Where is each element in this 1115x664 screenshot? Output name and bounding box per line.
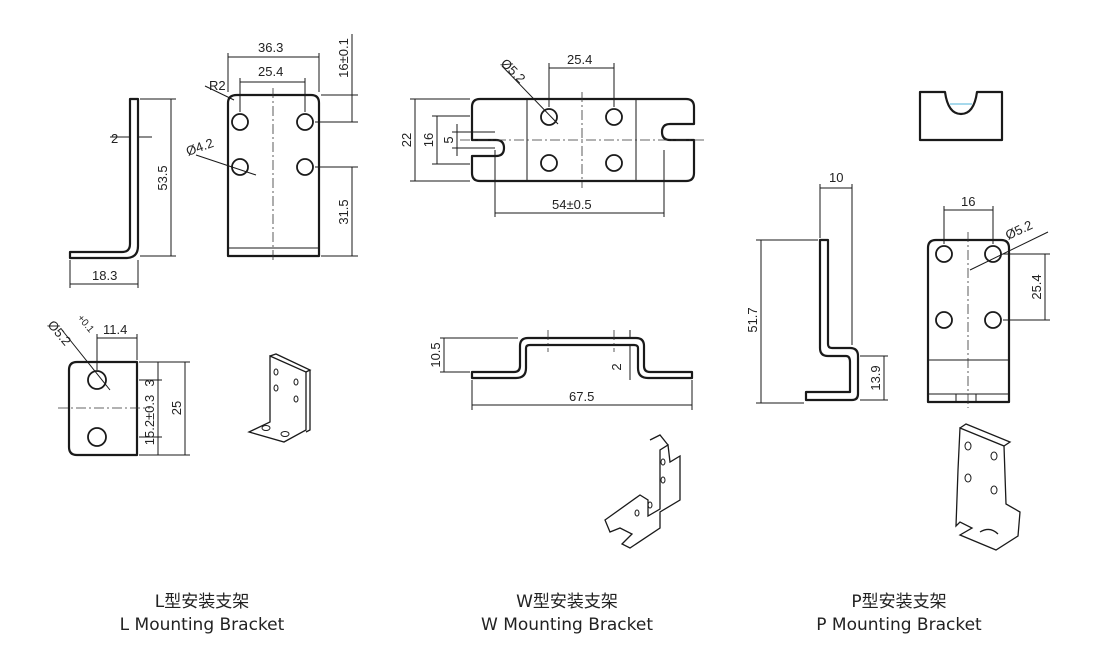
p-bracket-caption: P型安装支架 P Mounting Bracket — [769, 591, 1029, 637]
w-slot-width-dim: 5 — [441, 136, 456, 143]
l-small-offset-dim: 3 — [142, 379, 157, 386]
w-thickness-dim: 2 — [609, 363, 624, 370]
l-bracket-small-view — [58, 329, 190, 457]
l-hole-dia-dim: Ø4.2 — [184, 135, 216, 159]
l-bracket-side-view — [68, 97, 176, 288]
p-hole-pitch-x-dim: 16 — [961, 194, 975, 209]
l-caption-zh: L型安装支架 — [154, 592, 250, 612]
w-bracket-caption: W型安装支架 W Mounting Bracket — [437, 591, 697, 637]
l-hole-pitch-dim: 25.4 — [258, 64, 283, 79]
p-offset-dim: 10 — [829, 170, 843, 185]
w-overall-dim: 67.5 — [569, 389, 594, 404]
w-slot-height-dim: 16 — [421, 133, 436, 147]
p-hole-dia-dim: Ø5.2 — [1003, 217, 1035, 243]
l-total-width-dim: 36.3 — [258, 40, 283, 55]
l-radius-dim: R2 — [209, 78, 226, 93]
l-small-width-dim: 11.4 — [103, 322, 127, 337]
w-length-dim: 54±0.5 — [552, 197, 592, 212]
w-bracket-side-view — [440, 330, 694, 410]
l-small-pitch-dim: 15.2±0.3 — [142, 395, 157, 446]
w-hole-dia-dim: Ø5.2 — [498, 56, 529, 87]
p-caption-zh: P型安装支架 — [851, 592, 947, 612]
l-height-dim: 53.5 — [155, 165, 170, 190]
l-bracket-caption: L型安装支架 L Mounting Bracket — [72, 591, 332, 637]
w-caption-zh: W型安装支架 — [516, 592, 618, 612]
p-hole-pitch-y-dim: 25.4 — [1029, 274, 1044, 299]
w-bracket-top-view — [410, 63, 706, 217]
w-caption-en: W Mounting Bracket — [481, 615, 653, 635]
p-caption-en: P Mounting Bracket — [816, 615, 982, 635]
p-bracket-3d-view — [955, 423, 1021, 551]
l-lower-height-dim: 31.5 — [336, 199, 351, 224]
p-bracket-front-view — [926, 206, 1050, 408]
w-bracket-3d-view — [604, 434, 681, 549]
l-small-height-dim: 25 — [169, 401, 184, 415]
p-height-dim: 51.7 — [745, 307, 760, 332]
l-bracket-3d-view — [247, 353, 312, 443]
l-bracket-front-view — [195, 34, 358, 262]
p-bracket-end-view — [918, 90, 1004, 142]
l-caption-en: L Mounting Bracket — [119, 615, 285, 635]
l-small-tol-dim: +0.1 — [75, 313, 96, 336]
l-foot-dim: 18.3 — [92, 268, 117, 283]
l-tol-top-dim: 16±0.1 — [336, 38, 351, 78]
p-foot-dim: 13.9 — [868, 365, 883, 390]
p-bracket-side-view — [756, 184, 888, 404]
w-outer-height-dim: 22 — [399, 133, 414, 147]
l-thickness-dim: 2 — [111, 131, 118, 146]
w-hole-pitch-dim: 25.4 — [567, 52, 592, 67]
l-small-hole-dim: Ø5.2 — [45, 317, 75, 348]
w-step-dim: 10.5 — [428, 342, 443, 367]
